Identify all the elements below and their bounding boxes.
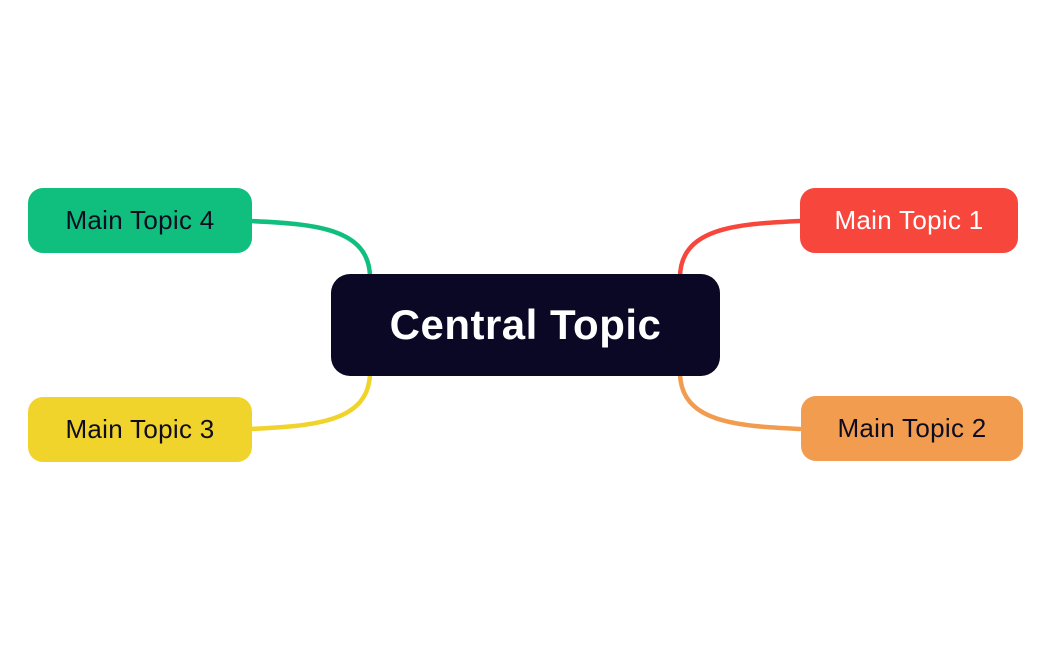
connector-main-topic-4 — [247, 218, 373, 281]
connector-main-topic-1 — [677, 218, 803, 281]
central-topic-node[interactable]: Central Topic — [331, 274, 720, 376]
main-topic-1-node[interactable]: Main Topic 1 — [800, 188, 1018, 253]
main-topic-3-label: Main Topic 3 — [65, 414, 215, 444]
main-topic-3-node[interactable]: Main Topic 3 — [28, 397, 252, 462]
main-topic-4-label: Main Topic 4 — [65, 205, 215, 235]
central-topic-label: Central Topic — [389, 301, 662, 348]
connector-main-topic-3 — [247, 369, 373, 432]
main-topic-1-label: Main Topic 1 — [834, 205, 984, 235]
main-topic-4-node[interactable]: Main Topic 4 — [28, 188, 252, 253]
connector-main-topic-2 — [677, 369, 803, 432]
main-topic-2-node[interactable]: Main Topic 2 — [801, 396, 1023, 461]
main-topic-2-label: Main Topic 2 — [837, 413, 987, 443]
